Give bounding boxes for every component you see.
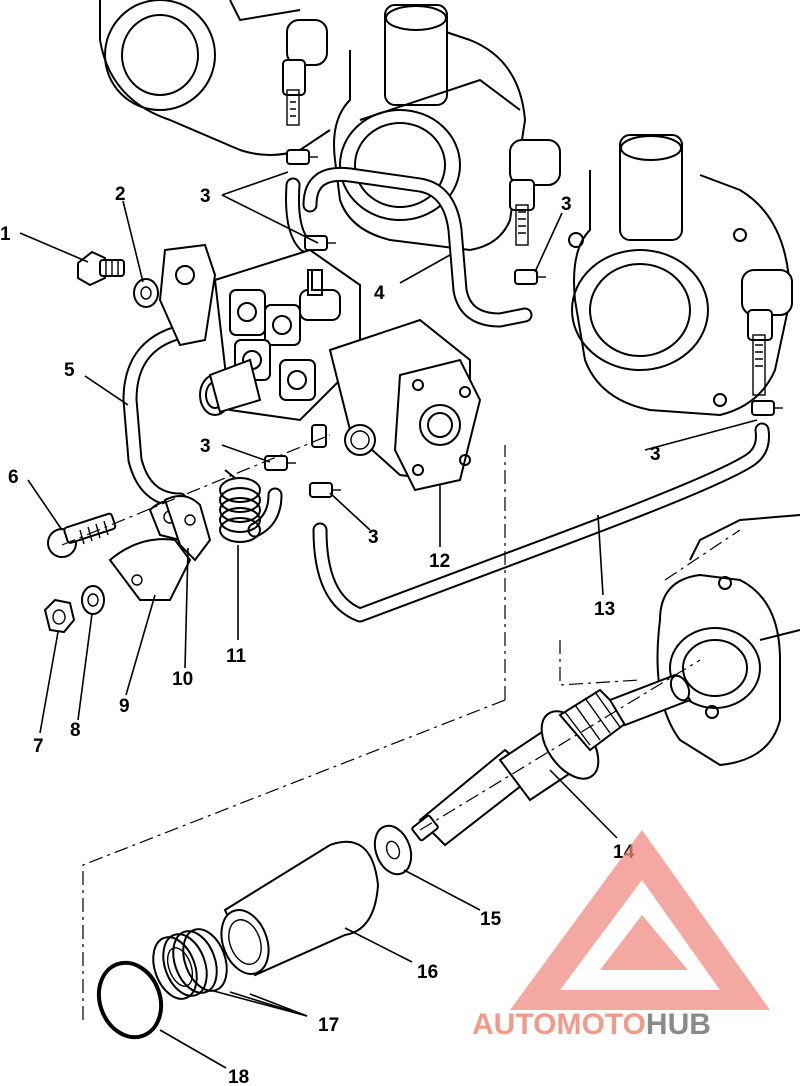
- callout-15: 15: [480, 909, 502, 930]
- callout-12: 12: [429, 551, 450, 572]
- watermark-automoto: AUTOMOTO: [472, 1008, 646, 1041]
- callout-3: 3: [561, 194, 572, 215]
- centerlines: [61, 434, 741, 1020]
- bolt-6: [47, 512, 117, 558]
- hose-clamp: [264, 455, 296, 471]
- callout-3: 3: [200, 186, 211, 207]
- engine-casting-top-left: [99, 0, 331, 156]
- o-ring-18: [96, 960, 164, 1040]
- watermark-logo: [510, 830, 770, 1010]
- washer-2: [133, 278, 159, 308]
- hose-4: [302, 166, 533, 328]
- bolt-1: [77, 250, 125, 287]
- callout-5: 5: [64, 360, 75, 381]
- callout-4: 4: [374, 283, 385, 304]
- callout-7: 7: [33, 736, 44, 757]
- callout-labels: 1 2 3 3 3 3 3 4 5 6 7 8 9 10 11 12 13 14…: [0, 184, 661, 1086]
- callout-11: 11: [226, 646, 247, 667]
- callout-6: 6: [8, 467, 19, 488]
- hose-clamp: [309, 482, 341, 498]
- callout-3: 3: [368, 527, 379, 548]
- spring-11: [219, 469, 261, 543]
- plate-10: [163, 495, 212, 562]
- callout-16: 16: [417, 962, 438, 983]
- drive-shaft-14: [411, 673, 692, 847]
- sleeve-16: [220, 840, 380, 977]
- spring-17: [152, 928, 228, 1000]
- nut-7: [43, 598, 76, 634]
- callout-2: 2: [115, 184, 126, 205]
- engine-casting-right: [568, 134, 793, 417]
- hose-clamp: [311, 269, 323, 291]
- oil-pump-assembly: [158, 243, 482, 492]
- leader-lines: [19, 171, 758, 1069]
- watermark-hub: HUB: [646, 1008, 711, 1041]
- callout-18: 18: [228, 1067, 249, 1086]
- engine-casting-top-center: [333, 4, 561, 252]
- hose-5: [122, 322, 198, 508]
- callout-9: 9: [119, 696, 130, 717]
- callout-1: 1: [0, 224, 11, 245]
- callout-17: 17: [318, 1015, 339, 1036]
- hose-13: [312, 422, 770, 623]
- hose-clamp: [514, 269, 546, 285]
- washer-15: [373, 824, 413, 876]
- callout-10: 10: [172, 669, 193, 690]
- callout-3: 3: [200, 436, 211, 457]
- hose-clamp: [751, 400, 783, 416]
- hose-clamp: [286, 149, 318, 165]
- watermark-text: AUTOMOTOHUB: [472, 1008, 711, 1041]
- hose-lower-left: [247, 487, 283, 538]
- callout-8: 8: [70, 720, 81, 741]
- hose-small-top: [285, 177, 313, 253]
- callout-13: 13: [594, 599, 615, 620]
- callout-3: 3: [650, 444, 661, 465]
- washer-8: [81, 585, 105, 615]
- crankcase-housing: [656, 514, 800, 767]
